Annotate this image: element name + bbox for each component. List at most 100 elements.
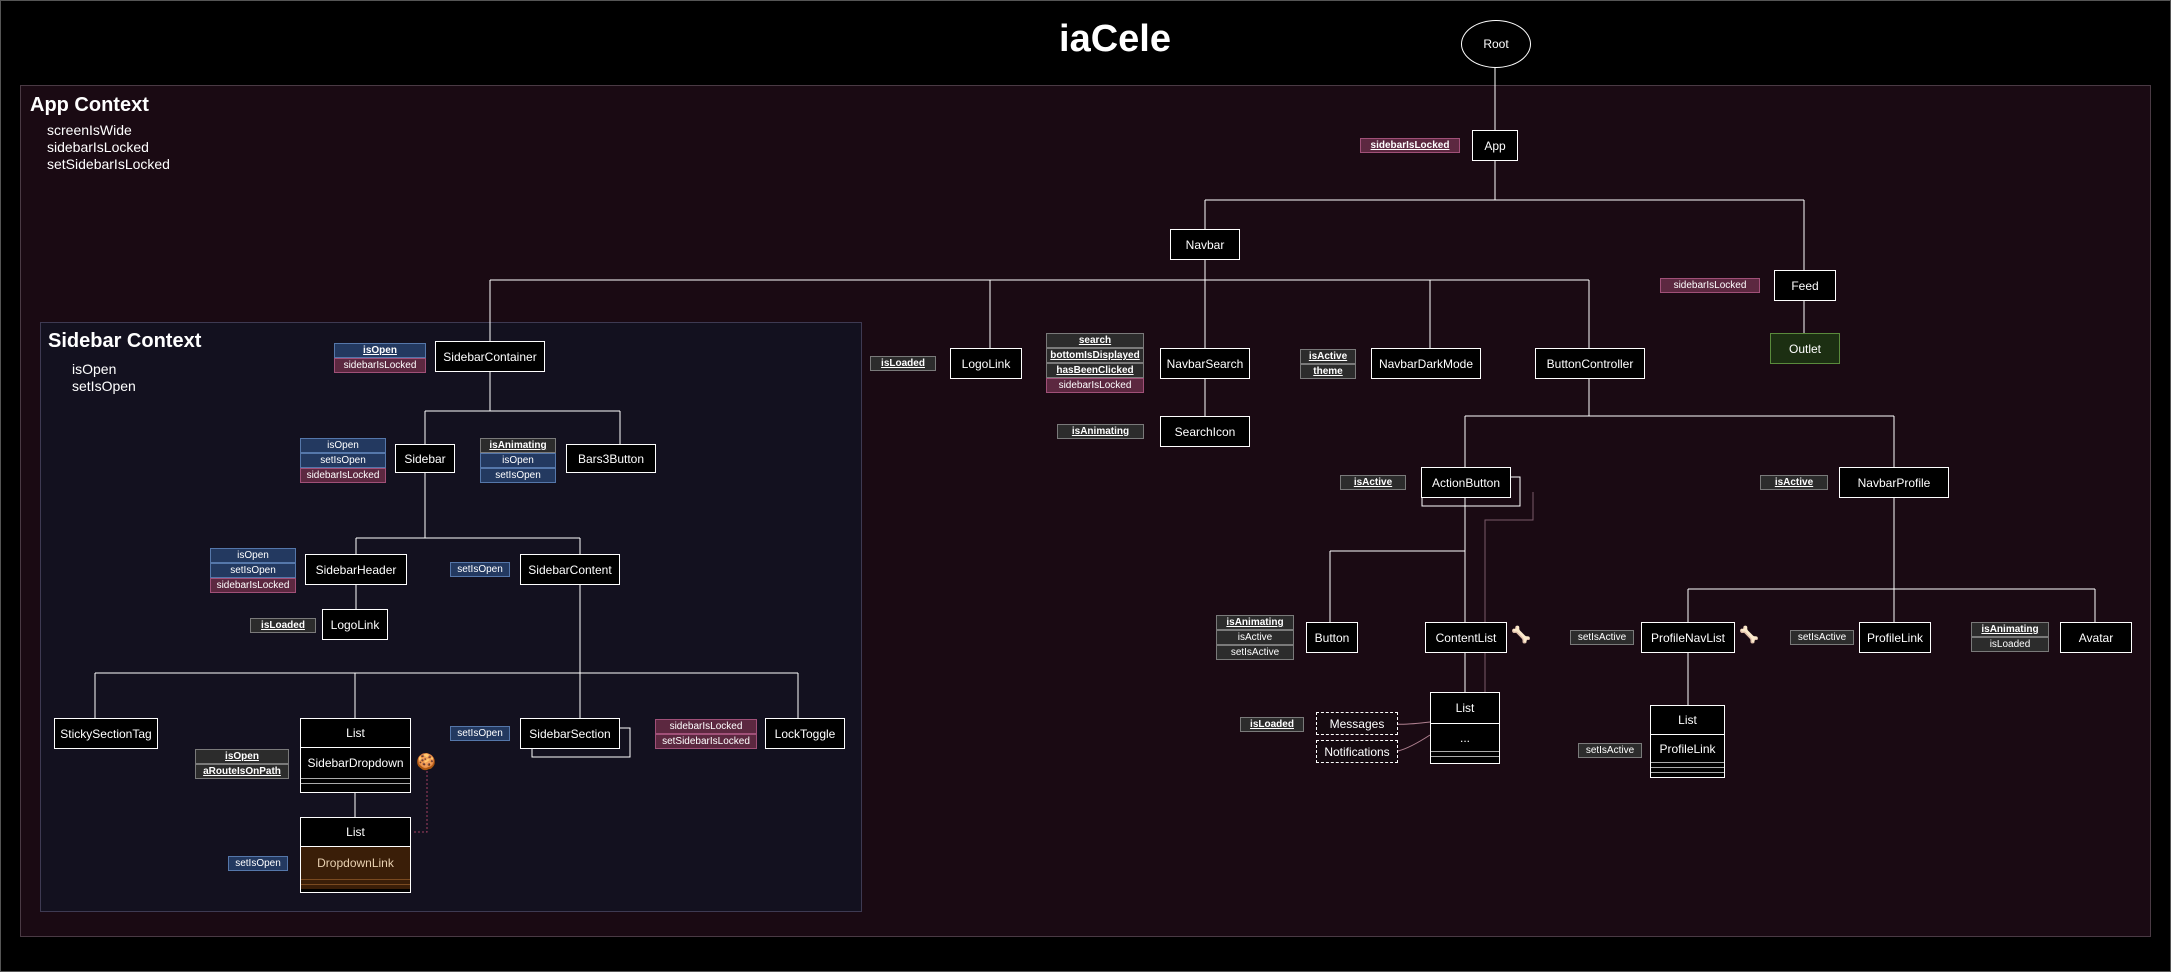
navbar-profile-props: isActive [1760,475,1828,490]
prop-tag: isLoaded [1240,717,1304,732]
bars3button-node[interactable]: Bars3Button [566,444,656,473]
prop-tag: isAnimating [480,438,556,453]
bone-icon: 🦴 [1511,627,1531,644]
list-header: List [301,818,410,847]
profile-nav-list-node[interactable]: ProfileNavList [1641,622,1735,653]
context-var: screenIsWide [47,122,132,138]
prop-tag: sidebarIsLocked [1360,138,1460,153]
content-list-node[interactable]: ContentList [1425,622,1507,653]
feed-props: sidebarIsLocked [1660,278,1760,293]
profile-nav-list-props: setIsActive [1570,630,1634,645]
messages-node[interactable]: Messages [1316,712,1398,735]
sidebar-dropdown-item[interactable]: SidebarDropdown [307,756,404,770]
navbar-search-node[interactable]: NavbarSearch [1160,348,1250,379]
prop-tag: isAnimating [1216,615,1294,630]
dropdown-link-item[interactable]: DropdownLink [301,847,410,879]
prop-tag: setIsOpen [480,468,556,483]
cookie-icon: 🍪 [416,754,436,771]
prop-tag: isAnimating [1971,622,2049,637]
prop-tag: isOpen [334,343,426,358]
sidebar-content-props: setIsOpen [450,562,510,577]
prop-tag: setSidebarIsLocked [655,734,757,749]
logolink-nav-node[interactable]: LogoLink [950,348,1022,379]
feed-node[interactable]: Feed [1774,270,1836,301]
navbar-search-props: search bottomIsDisplayed hasBeenClicked … [1046,333,1144,393]
prop-tag: hasBeenClicked [1046,363,1144,378]
app-context-vars: screenIsWide sidebarIsLocked setSidebarI… [47,122,170,173]
dropdown-link-stack[interactable]: List DropdownLink [300,817,411,893]
profile-link-props: setIsActive [1790,630,1854,645]
root-node[interactable]: Root [1461,20,1531,68]
messages-props: isLoaded [1240,717,1304,732]
dropdown-link-props: setIsOpen [228,856,288,871]
context-var: setSidebarIsLocked [47,156,170,172]
app-props: sidebarIsLocked [1360,138,1460,153]
navbar-darkmode-props: isActive theme [1300,349,1356,379]
app-context-title: App Context [30,94,149,116]
prop-tag: sidebarIsLocked [655,719,757,734]
prop-tag: isLoaded [1971,637,2049,652]
avatar-props: isAnimating isLoaded [1971,622,2049,652]
navbar-profile-node[interactable]: NavbarProfile [1839,467,1949,498]
sidebar-props: isOpen setIsOpen sidebarIsLocked [300,438,386,483]
context-var: isOpen [72,361,117,377]
prop-tag: sidebarIsLocked [1046,378,1144,393]
profile-link-item[interactable]: ProfileLink [1659,741,1716,756]
outlet-node[interactable]: Outlet [1770,333,1840,364]
prop-tag: setIsOpen [450,726,510,741]
prop-tag: isActive [1760,475,1828,490]
lock-toggle-node[interactable]: LockToggle [765,718,845,749]
prop-tag: isOpen [195,749,289,764]
app-node[interactable]: App [1472,130,1518,161]
search-icon-props: isAnimating [1057,424,1144,439]
sidebar-header-node[interactable]: SidebarHeader [305,554,407,585]
button-controller-node[interactable]: ButtonController [1535,348,1645,379]
prop-tag: isAnimating [1057,424,1144,439]
prop-tag: setIsOpen [210,563,296,578]
prop-tag: search [1046,333,1144,348]
button-node[interactable]: Button [1306,622,1358,653]
button-props: isAnimating isActive setIsActive [1216,615,1294,660]
action-button-node[interactable]: ActionButton [1421,467,1511,498]
avatar-node[interactable]: Avatar [2060,622,2132,653]
diagram-title: iaCele [1059,18,1171,60]
notifications-node[interactable]: Notifications [1316,740,1398,763]
prop-tag: isOpen [210,548,296,563]
sidebar-node[interactable]: Sidebar [395,444,455,473]
sidebar-content-node[interactable]: SidebarContent [520,554,620,585]
navbar-darkmode-node[interactable]: NavbarDarkMode [1371,348,1481,379]
list-header: List [301,719,410,748]
sidebar-dropdown-props: isOpen aRouteIsOnPath [195,749,289,779]
bone-icon: 🦴 [1739,627,1759,644]
content-list-stack[interactable]: List ... [1430,692,1500,764]
sticky-section-tag-node[interactable]: StickySectionTag [54,718,158,749]
prop-tag: sidebarIsLocked [334,358,426,373]
prop-tag: setIsActive [1570,630,1634,645]
prop-tag: setIsActive [1578,743,1642,758]
prop-tag: setIsOpen [300,453,386,468]
prop-tag: isOpen [300,438,386,453]
logolink-nav-props: isLoaded [870,356,936,371]
profile-list-stack[interactable]: List ProfileLink [1650,705,1725,778]
prop-tag: isLoaded [870,356,936,371]
sidebar-container-node[interactable]: SidebarContainer [435,341,545,372]
logolink-sidebar-props: isLoaded [250,618,316,633]
prop-tag: setIsOpen [450,562,510,577]
logolink-sidebar-node[interactable]: LogoLink [322,609,388,640]
action-button-props: isActive [1340,475,1406,490]
prop-tag: bottomIsDisplayed [1046,348,1144,363]
search-icon-node[interactable]: SearchIcon [1160,416,1250,447]
sidebar-section-node[interactable]: SidebarSection [520,718,620,749]
lock-toggle-props: sidebarIsLocked setSidebarIsLocked [655,719,757,749]
sidebar-section-props: setIsOpen [450,726,510,741]
bars3button-props: isAnimating isOpen setIsOpen [480,438,556,483]
context-var: setIsOpen [72,378,136,394]
sidebar-header-props: isOpen setIsOpen sidebarIsLocked [210,548,296,593]
profile-link-node[interactable]: ProfileLink [1859,622,1931,653]
sidebar-dropdown-stack[interactable]: List SidebarDropdown [300,718,411,793]
navbar-node[interactable]: Navbar [1170,229,1240,260]
sidebar-context-vars: isOpen setIsOpen [72,361,136,395]
prop-tag: theme [1300,364,1356,379]
prop-tag: sidebarIsLocked [1660,278,1760,293]
prop-tag: setIsActive [1790,630,1854,645]
